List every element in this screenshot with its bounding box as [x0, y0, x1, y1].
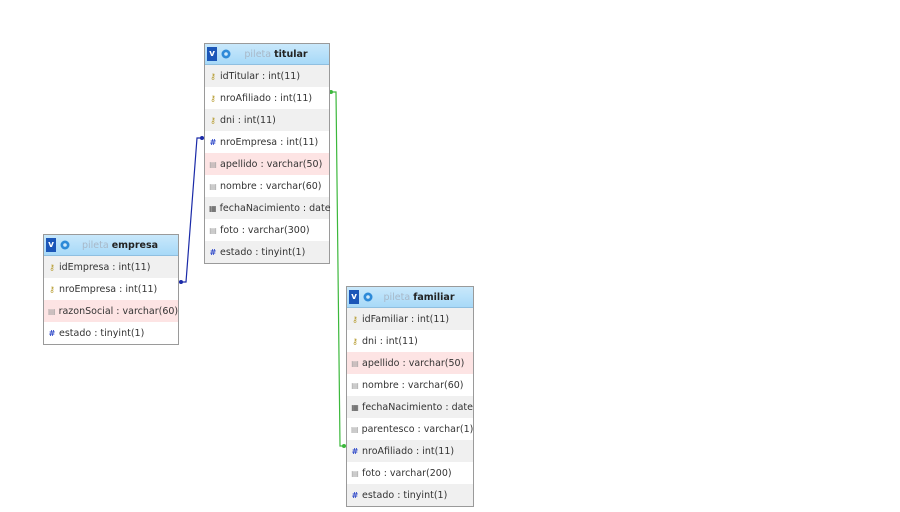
column-label: nroEmpresa : int(11): [59, 283, 158, 295]
column-row[interactable]: ▤foto : varchar(300): [205, 219, 329, 241]
column-row[interactable]: ▦fechaNacimiento : date: [205, 197, 331, 219]
table-header[interactable]: v pileta empresa: [44, 235, 178, 256]
column-label: idTitular : int(11): [220, 70, 301, 82]
table-title: pileta titular: [223, 49, 329, 60]
column-row[interactable]: ▤parentesco : varchar(1): [347, 418, 473, 440]
key-icon: ⚷: [49, 284, 55, 294]
date-icon: ▦: [351, 402, 359, 412]
column-row[interactable]: ⚷ nroAfiliado : int(11): [205, 87, 329, 109]
table-name: titular: [274, 48, 308, 60]
table-header[interactable]: v pileta titular: [205, 44, 329, 65]
column-row[interactable]: #nroEmpresa : int(11): [205, 131, 329, 153]
toggle-columns-button[interactable]: v: [46, 238, 56, 252]
column-label: nroAfiliado : int(11): [220, 92, 313, 104]
date-icon: ▦: [209, 203, 217, 213]
key-icon: ⚷: [352, 314, 358, 324]
column-row[interactable]: ▦fechaNacimiento : date: [347, 396, 473, 418]
toggle-columns-button[interactable]: v: [349, 290, 359, 304]
column-row[interactable]: ⚷ dni : int(11): [205, 109, 329, 131]
column-label: foto : varchar(300): [220, 224, 310, 236]
relation-titular-familiar: [330, 91, 346, 447]
column-label: dni : int(11): [362, 335, 418, 347]
database-name: pileta: [81, 239, 109, 251]
column-row[interactable]: ▤foto : varchar(200): [347, 462, 473, 484]
column-row[interactable]: ⚷ idFamiliar : int(11): [347, 308, 473, 330]
key-icon: ⚷: [210, 71, 216, 81]
column-row[interactable]: ▤apellido : varchar(50): [205, 153, 329, 175]
table-title: pileta empresa: [62, 240, 178, 251]
column-label: apellido : varchar(50): [220, 158, 323, 170]
column-row[interactable]: #estado : tinyint(1): [347, 484, 473, 506]
text-icon: ▤: [351, 358, 359, 368]
column-row[interactable]: ▤nombre : varchar(60): [347, 374, 473, 396]
column-label: parentesco : varchar(1): [361, 423, 474, 435]
column-label: nombre : varchar(60): [220, 180, 322, 192]
column-row[interactable]: ⚷ nroEmpresa : int(11): [44, 278, 178, 300]
text-icon: ▤: [351, 424, 359, 434]
column-label: apellido : varchar(50): [362, 357, 465, 369]
column-row[interactable]: ▤razonSocial : varchar(60): [44, 300, 178, 322]
column-row[interactable]: ⚷ idEmpresa : int(11): [44, 256, 178, 278]
text-icon: ▤: [351, 380, 359, 390]
table-titular[interactable]: v pileta titular ⚷ idTitular : int(11) ⚷ nr…: [204, 43, 331, 264]
text-icon: ▤: [351, 468, 359, 478]
table-familiar[interactable]: v pileta familiar ⚷idFamiliar : int(11)⚷…: [346, 286, 474, 507]
column-label: nombre : varchar(60): [362, 379, 464, 391]
table-title: pileta familiar: [365, 292, 473, 303]
column-row[interactable]: ⚷ idTitular : int(11): [205, 65, 329, 87]
column-label: idFamiliar : int(11): [362, 313, 450, 325]
column-label: nroAfiliado : int(11): [362, 445, 455, 457]
gear-icon[interactable]: [59, 239, 71, 251]
gear-icon[interactable]: [220, 48, 232, 60]
column-row[interactable]: ⚷ dni : int(11): [347, 330, 473, 352]
table-header[interactable]: v pileta familiar: [347, 287, 473, 308]
column-row[interactable]: #estado : tinyint(1): [205, 241, 329, 263]
column-label: fechaNacimiento : date: [361, 401, 473, 413]
text-icon: ▤: [209, 181, 217, 191]
number-icon: #: [351, 446, 359, 456]
text-icon: ▤: [209, 225, 217, 235]
column-row[interactable]: #estado : tinyint(1): [44, 322, 178, 344]
table-empresa[interactable]: v pileta empresa ⚷ idEmpresa : int(11) ⚷ nr…: [43, 234, 179, 345]
database-name: pileta: [244, 48, 272, 60]
gear-icon[interactable]: [362, 291, 374, 303]
relation-endpoint: [179, 280, 183, 284]
database-name: pileta: [383, 291, 411, 303]
column-label: estado : tinyint(1): [362, 489, 448, 501]
column-label: estado : tinyint(1): [59, 327, 145, 339]
number-icon: #: [48, 328, 56, 338]
table-name: empresa: [111, 239, 159, 251]
number-icon: #: [209, 137, 217, 147]
column-label: foto : varchar(200): [362, 467, 452, 479]
column-label: estado : tinyint(1): [220, 246, 306, 258]
column-row[interactable]: #nroAfiliado : int(11): [347, 440, 473, 462]
key-icon: ⚷: [210, 115, 216, 125]
toggle-columns-button[interactable]: v: [207, 47, 217, 61]
text-icon: ▤: [48, 306, 56, 316]
number-icon: #: [351, 490, 359, 500]
key-icon: ⚷: [210, 93, 216, 103]
column-row[interactable]: ▤nombre : varchar(60): [205, 175, 329, 197]
key-icon: ⚷: [352, 336, 358, 346]
column-label: razonSocial : varchar(60): [58, 305, 179, 317]
number-icon: #: [209, 247, 217, 257]
column-label: dni : int(11): [220, 114, 276, 126]
relation-empresa-titular: [179, 137, 204, 283]
column-row[interactable]: ▤apellido : varchar(50): [347, 352, 473, 374]
table-name: familiar: [413, 291, 455, 303]
key-icon: ⚷: [49, 262, 55, 272]
column-label: fechaNacimiento : date: [219, 202, 331, 214]
column-label: nroEmpresa : int(11): [220, 136, 319, 148]
column-label: idEmpresa : int(11): [59, 261, 151, 273]
text-icon: ▤: [209, 159, 217, 169]
